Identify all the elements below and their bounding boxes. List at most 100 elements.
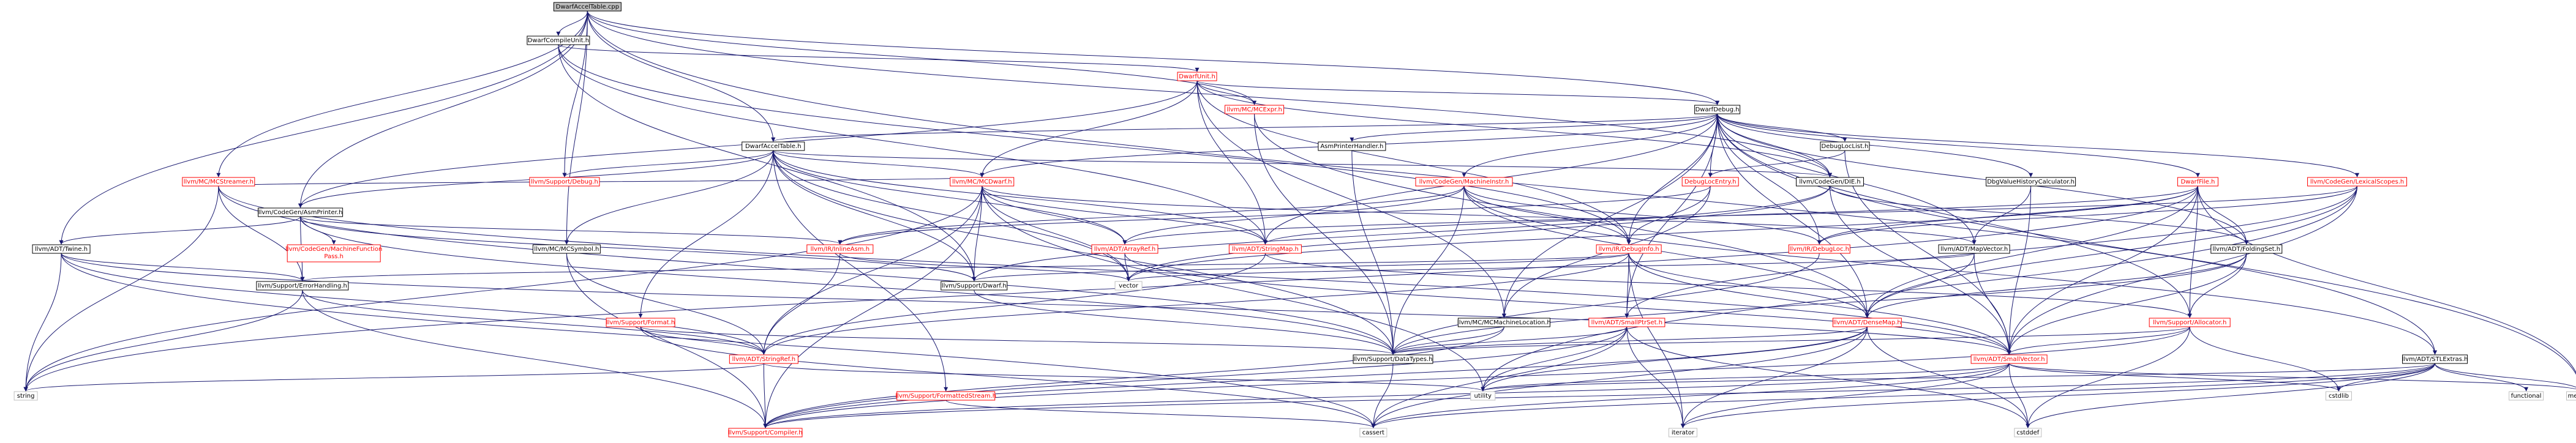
edge-dwarfacceltable_h-to-arrayref_h bbox=[773, 150, 1127, 245]
edges-layer bbox=[23, 10, 2576, 428]
edge-asmprinter_h-to-twine_h bbox=[59, 216, 301, 245]
edge-debuginfo_h-to-smallptrset_h bbox=[1624, 253, 1629, 318]
node-dwarfdebug_h[interactable]: DwarfDebug.h bbox=[1694, 105, 1741, 114]
node-machineinstr_h[interactable]: llvm/CodeGen/MachineInstr.h bbox=[1415, 177, 1513, 187]
node-mcsymbol_h[interactable]: llvm/MC/MCSymbol.h bbox=[532, 244, 601, 254]
edge-dwarfdebug_h-to-debuginfo_h bbox=[1626, 113, 1718, 245]
node-box-cassert bbox=[1359, 428, 1388, 437]
node-lexicalscopes_h[interactable]: llvm/CodeGen/LexicalScopes.h bbox=[2307, 177, 2408, 187]
node-smallptrset_h[interactable]: llvm/ADT/SmallPtrSet.h bbox=[1588, 318, 1665, 327]
edge-dwarfacceltable_cpp-to-twine_h bbox=[59, 10, 588, 245]
node-format_h[interactable]: llvm/Support/Format.h bbox=[606, 318, 675, 327]
node-formattedstream_h[interactable]: llvm/Support/FormattedStream.h bbox=[895, 391, 996, 401]
node-string[interactable]: string bbox=[13, 391, 38, 401]
edge-format_h-to-stringref_h bbox=[640, 326, 766, 355]
node-cassert[interactable]: cassert bbox=[1359, 428, 1388, 437]
node-box-debugloclist_h bbox=[1820, 141, 1870, 151]
edge-dwarfacceltable_h-to-support_debug_h bbox=[562, 150, 774, 177]
node-inlineasm_h[interactable]: llvm/IR/InlineAsm.h bbox=[806, 244, 874, 254]
node-dwarf_h[interactable]: llvm/Support/Dwarf.h bbox=[941, 281, 1008, 291]
node-box-utility bbox=[1470, 391, 1496, 401]
node-smallvector_h[interactable]: llvm/ADT/SmallVector.h bbox=[1970, 354, 2048, 364]
node-dwarfacceltable_cpp[interactable]: DwarfAccelTable.cpp bbox=[553, 2, 621, 12]
node-asmprinterhandler_h[interactable]: AsmPrinterHandler.h bbox=[1318, 141, 1386, 151]
node-box-mcmachinelocation_h bbox=[1457, 318, 1550, 327]
edge-dwarfacceltable_h-to-datatypes_h bbox=[773, 150, 1395, 355]
node-functional[interactable]: functional bbox=[2509, 391, 2544, 401]
edge-smallptrset_h-to-datatypes_h bbox=[1391, 326, 1628, 355]
node-box-mcdwarf_h bbox=[950, 177, 1015, 187]
edge-stringmap_h-to-allocator_h bbox=[1264, 253, 2192, 318]
node-box-dwarfcompileunit_h bbox=[527, 35, 590, 45]
node-debuglocentry_h[interactable]: DebugLocEntry.h bbox=[1681, 177, 1739, 187]
edge-dwarfacceltable_h-to-dwarf_h bbox=[773, 150, 977, 281]
node-debugloclist_h[interactable]: DebugLocList.h bbox=[1820, 141, 1870, 151]
node-codegen_die_h[interactable]: llvm/CodeGen/DIE.h bbox=[1796, 177, 1864, 187]
node-memory[interactable]: memory bbox=[2566, 391, 2576, 401]
node-dwarffile_h[interactable]: DwarfFile.h bbox=[2177, 177, 2218, 187]
edge-machineinstr_h-to-debuginfo_h bbox=[1463, 185, 1631, 245]
node-label-lexicalscopes_h: llvm/CodeGen/LexicalScopes.h bbox=[2310, 179, 2404, 185]
node-box-stringmap_h bbox=[1228, 244, 1302, 254]
node-support_debug_h[interactable]: llvm/Support/Debug.h bbox=[529, 177, 600, 187]
node-foldingset_h[interactable]: llvm/ADT/FoldingSet.h bbox=[2210, 244, 2283, 254]
node-debugloc_h[interactable]: llvm/IR/DebugLoc.h bbox=[1788, 244, 1850, 254]
edge-smallvector_h-to-compiler_h bbox=[763, 363, 2010, 428]
node-mapvector_h[interactable]: llvm/ADT/MapVector.h bbox=[1938, 244, 2010, 254]
node-asmprinter_h[interactable]: llvm/CodeGen/AsmPrinter.h bbox=[258, 207, 344, 217]
node-arrayref_h[interactable]: llvm/ADT/ArrayRef.h bbox=[1091, 244, 1158, 254]
edge-foldingset_h-to-datatypes_h bbox=[1391, 253, 2247, 355]
node-stlextras_h[interactable]: llvm/ADT/STLExtras.h bbox=[2402, 354, 2468, 364]
node-iterator[interactable]: iterator bbox=[1668, 428, 1697, 437]
edge-stlextras_h-to-cstdlib bbox=[2337, 363, 2436, 392]
node-allocator_h[interactable]: llvm/Support/Allocator.h bbox=[2149, 318, 2231, 327]
edge-dwarfacceltable_cpp-to-dwarfacceltable_h bbox=[587, 10, 776, 142]
node-mcdwarf_h[interactable]: llvm/MC/MCDwarf.h bbox=[950, 177, 1015, 187]
node-mcmachinelocation_h[interactable]: llvm/MC/MCMachineLocation.h bbox=[1457, 318, 1551, 327]
node-datatypes_h[interactable]: llvm/Support/DataTypes.h bbox=[1353, 354, 1433, 364]
node-utility[interactable]: utility bbox=[1470, 391, 1496, 401]
node-box-smallptrset_h bbox=[1588, 318, 1665, 327]
edge-debuginfo_h-to-dwarf_h bbox=[972, 253, 1629, 281]
node-label-debugloclist_h: DebugLocList.h bbox=[1822, 143, 1869, 150]
edge-dwarffile_h-to-smallvector_h bbox=[2007, 185, 2198, 355]
node-dwarfunit_h[interactable]: DwarfUnit.h bbox=[1177, 72, 1217, 81]
node-label-allocator_h: llvm/Support/Allocator.h bbox=[2153, 319, 2226, 326]
edge-arrayref_h-to-smallvector_h bbox=[1124, 253, 2011, 355]
node-cstddef[interactable]: cstddef bbox=[2014, 428, 2042, 437]
node-box-mcstreamer_h bbox=[182, 177, 255, 187]
node-label-datatypes_h: llvm/Support/DataTypes.h bbox=[1353, 356, 1432, 363]
edge-stringmap_h-to-stringref_h bbox=[761, 253, 1266, 355]
node-box-smallvector_h bbox=[1970, 354, 2048, 364]
edge-densemap_h-to-cassert bbox=[1371, 326, 1868, 428]
node-errorhandling_h[interactable]: llvm/Support/ErrorHandling.h bbox=[256, 281, 349, 291]
node-cstdlib[interactable]: cstdlib bbox=[2325, 391, 2352, 401]
edge-debuginfo_h-to-errorhandling_h bbox=[301, 253, 1629, 281]
node-label-vector: vector bbox=[1119, 283, 1139, 289]
node-stringref_h[interactable]: llvm/ADT/StringRef.h bbox=[729, 354, 798, 364]
node-twine_h[interactable]: llvm/ADT/Twine.h bbox=[32, 244, 91, 254]
node-box-stringref_h bbox=[729, 354, 798, 364]
node-debuginfo_h[interactable]: llvm/IR/DebugInfo.h bbox=[1596, 244, 1662, 254]
edge-stlextras_h-to-iterator bbox=[1681, 363, 2436, 428]
node-label-string: string bbox=[17, 393, 35, 400]
node-label-inlineasm_h: llvm/IR/InlineAsm.h bbox=[811, 246, 870, 253]
node-box-string bbox=[13, 391, 38, 401]
node-compiler_h[interactable]: llvm/Support/Compiler.h bbox=[728, 428, 803, 437]
edge-debugloclist_h-to-debuglocentry_h bbox=[1708, 150, 1846, 177]
node-mcstreamer_h[interactable]: llvm/MC/MCStreamer.h bbox=[182, 177, 255, 187]
node-mcexpr_h[interactable]: llvm/MC/MCExpr.h bbox=[1225, 105, 1285, 114]
edge-dwarfunit_h-to-debuginfo_h bbox=[1196, 80, 1631, 245]
edge-dwarfdebug_h-to-debugloc_h bbox=[1717, 113, 1822, 245]
node-stringmap_h[interactable]: llvm/ADT/StringMap.h bbox=[1228, 244, 1302, 254]
edge-mcdwarf_h-to-stringmap_h bbox=[982, 185, 1267, 245]
node-vector[interactable]: vector bbox=[1114, 281, 1143, 291]
node-dbgvaluehistorycalculator_h[interactable]: DbgValueHistoryCalculator.h bbox=[1986, 177, 2076, 187]
node-dwarfcompileunit_h[interactable]: DwarfCompileUnit.h bbox=[527, 35, 590, 45]
node-box-codegen_die_h bbox=[1796, 177, 1864, 187]
edge-smallptrset_h-to-iterator bbox=[1626, 326, 1685, 428]
node-box-dwarfacceltable_h bbox=[742, 141, 805, 151]
node-dwarfacceltable_h[interactable]: DwarfAccelTable.h bbox=[742, 141, 805, 151]
node-densemap_h[interactable]: llvm/ADT/DenseMap.h bbox=[1832, 318, 1902, 327]
